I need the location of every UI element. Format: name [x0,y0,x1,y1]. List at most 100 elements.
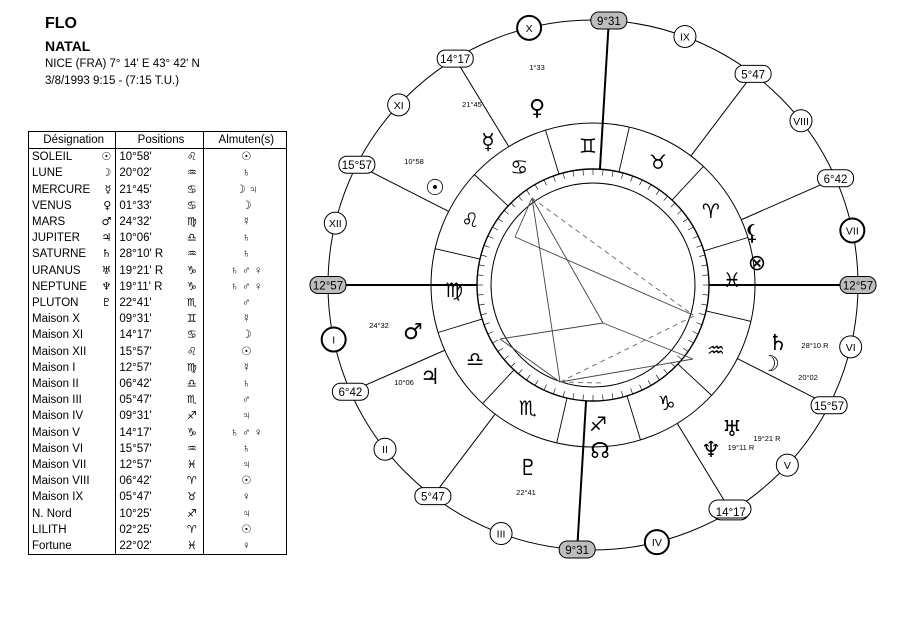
row-designation: MARS♂ [27,214,117,231]
row-position: 28°10' R♒ [115,246,204,263]
row-almuten: ♄ ♂ ♀ [203,262,288,279]
zodiac-sign-icon: ♌ [186,344,197,358]
sign-boundary [474,174,509,207]
zodiac-sign-icon: ♍ [186,360,197,374]
aspect-line [499,322,604,340]
degree-tick [670,362,676,368]
zodiac-sign-icon: ♍ [186,215,197,229]
zodiac-sign-icon: ♋ [186,182,197,196]
house-number-circle [673,24,697,48]
aspect-line [559,358,694,383]
row-almuten: ♀ [203,489,288,506]
degree-tick [526,189,531,196]
zodiac-sign-icon: ♎ [186,377,197,391]
row-designation: Maison X [27,311,117,328]
house-cusp-badge [338,155,376,174]
row-position: 12°57'♓ [115,457,204,474]
degree-tick [611,393,614,400]
house-cusp-line [676,423,732,512]
house-cusp-line [690,73,754,157]
house-number: VII [846,225,859,237]
degree-tick [670,202,676,208]
row-designation: Fortune [27,538,117,556]
house-number: I [332,335,335,347]
house-cusp-badge [810,396,848,415]
row-position: 01°33'♋ [115,197,204,215]
degree-tick [621,391,624,398]
degree-tick [480,313,487,316]
zodiac-sign-icon: ♋ [510,155,528,179]
degree-tick [483,322,490,325]
house-cusp-line [598,20,610,170]
positions-table: Désignation Positions Almuten(s) SOLEIL☉… [27,131,288,556]
planet-symbol: ♄ [101,247,112,261]
house-number: XII [329,218,342,230]
degree-tick [621,172,624,179]
degree-tick [478,303,485,306]
planet-symbol: ♅ [101,263,112,277]
row-almuten: ♄ [203,376,288,393]
planet-degree-label: 21°45 [462,100,482,109]
astro-wheel: ♈♉♊♋♌♍♎♏♐♑♒♓9°31X14°17XI15°57XII12°57I6°… [309,11,877,559]
row-designation: Maison VII [27,457,117,474]
zodiac-sign-icon: ♏ [186,296,197,310]
degree-tick [487,331,494,335]
aspect-line [514,197,533,238]
degree-tick [582,394,584,401]
planet-glyph-icon: ☿ [481,130,495,155]
degree-tick [692,235,699,239]
row-position: 15°57'♌ [115,343,204,360]
degree-tick [562,391,565,398]
row-position: 10°25'♐ [115,505,204,522]
planet-glyph-icon: ♆ [701,438,721,463]
row-position: 10°06'♎ [115,230,204,247]
house-cusp-label: 14°17 [440,54,470,66]
planet-symbol: ♂ [101,215,112,229]
degree-tick [655,189,660,196]
degree-tick [562,172,565,179]
degree-tick [630,175,633,182]
row-position: 24°32'♍ [115,214,204,231]
table-row: SOLEIL☉10°58'♌☉ [27,148,288,166]
degree-tick [701,264,708,267]
empty-badge [708,499,752,519]
degree-tick [602,394,604,401]
degree-tick [702,294,709,296]
table-row: MARS♂24°32'♍☿ [27,214,288,231]
aspect-line [602,322,694,360]
zodiac-sign-icon: ♓ [723,268,741,292]
row-position: 14°17'♑ [115,424,204,441]
house-cusp-line [356,164,449,212]
row-position: 20°02'♒ [115,165,204,182]
zodiac-sign-icon: ♊ [186,312,197,326]
planet-glyph-icon: ♄ [768,331,788,356]
chart-name: FLO [45,15,77,32]
house-number-circle [789,109,813,133]
house-cusp-line [350,349,445,393]
row-position: 22°41'♏ [115,295,204,312]
zodiac-sign-icon: ♋ [186,328,197,342]
row-almuten: ♃ [203,457,288,474]
row-almuten: ♄ ♂ ♀ [203,278,288,296]
row-position: 06°42'♎ [115,376,204,393]
degree-tick [655,374,660,381]
zodiac-sign-icon: ♋ [186,198,197,212]
sign-boundary [677,363,712,396]
table-row: MERCURE☿21°45'♋☽ ♃ [27,181,288,198]
house-number-circle [323,211,347,235]
house-cusp-label: 9°31 [565,545,589,557]
row-almuten: ♄ [203,246,288,263]
house-cusp-badge [414,487,452,506]
house-cusp-label: 9°31 [597,16,621,28]
degree-tick [526,374,531,381]
row-almuten: ♄ [203,230,288,247]
house-cusp-label: 15°57 [342,160,372,172]
zodiac-sign-icon: ♈ [186,522,197,536]
degree-tick [696,245,703,248]
degree-tick [639,179,643,186]
